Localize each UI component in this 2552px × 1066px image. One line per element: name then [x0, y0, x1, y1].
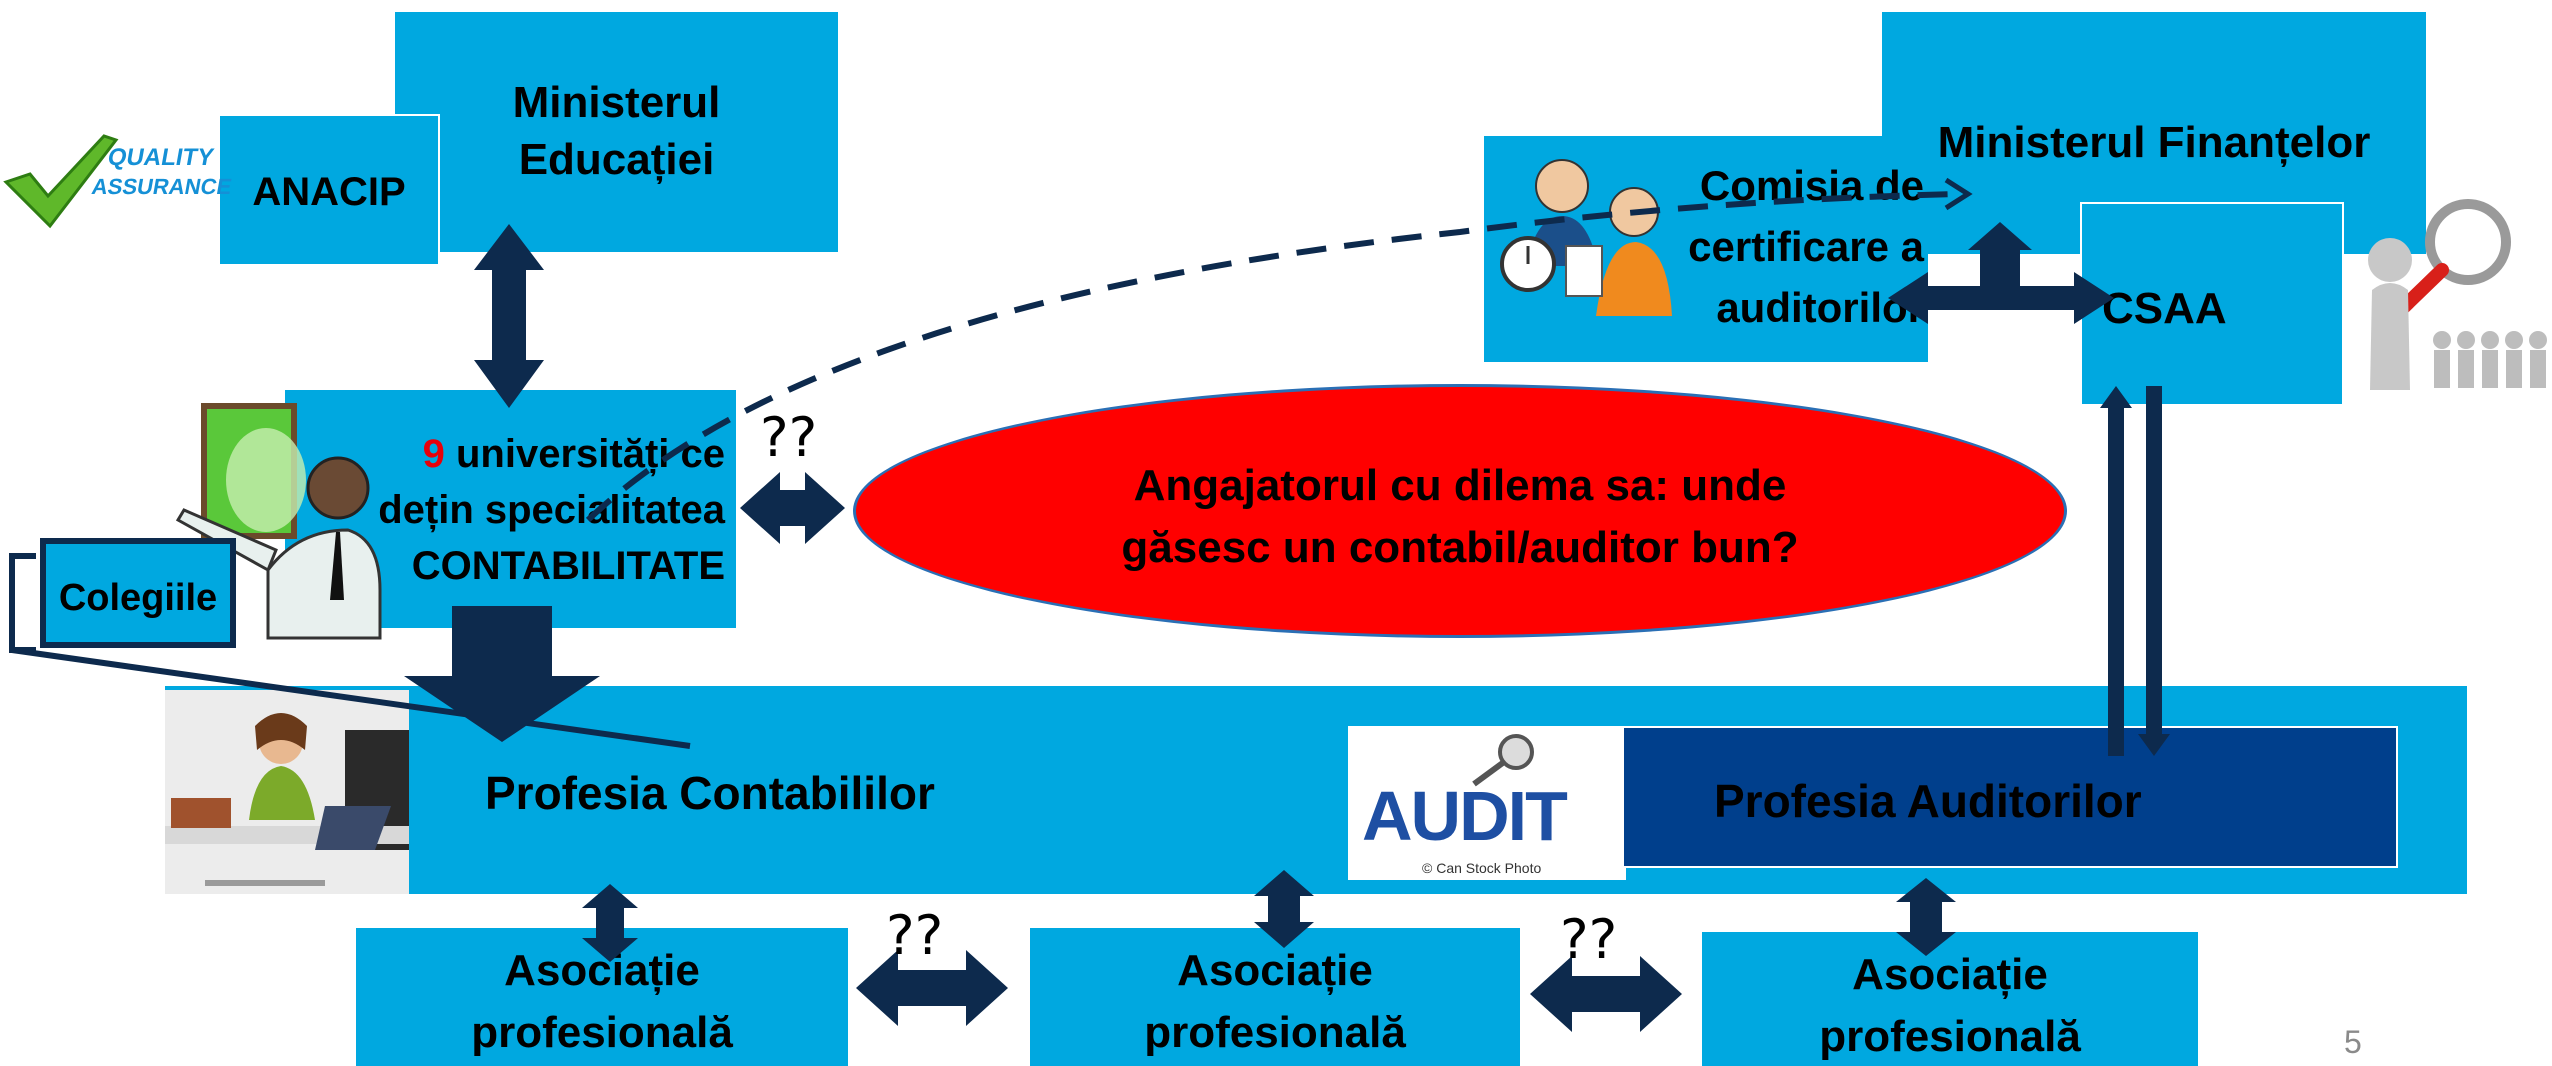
csaa-label: CSAA — [2102, 284, 2227, 333]
ministry-education-box: Ministerul Educației — [395, 12, 838, 252]
colleges-label: Colegiile — [58, 577, 218, 619]
csaa-box: CSAA — [2080, 202, 2344, 406]
association-2-line1: Asociație — [1177, 946, 1373, 995]
arrow-accountants-association2 — [1254, 870, 1314, 948]
quality-assurance-logo: QUALITY ASSURANCE — [0, 130, 234, 230]
anacip-label: ANACIP — [252, 170, 406, 214]
magnifier-people-illustration — [2350, 190, 2550, 400]
universities-count: 9 — [422, 432, 445, 476]
association-box-2: Asociație profesională — [1030, 928, 1520, 1066]
checkmark-icon — [3, 134, 119, 229]
arrow-association2-association3 — [1530, 956, 1682, 1032]
dilemma-line1: Angajatorul cu dilema sa: unde — [1133, 461, 1787, 510]
arrow-universities-dilemma — [740, 472, 845, 544]
profession-auditors-label: Profesia Auditorilor — [1714, 775, 2142, 827]
commission-line2: certificare a — [1688, 222, 1924, 270]
colleges-box: Colegiile — [40, 538, 236, 648]
arrow-auditors-association3 — [1896, 878, 1956, 956]
colleges-bracket-line — [9, 553, 36, 653]
magnifier-icon — [1472, 734, 1534, 787]
accountant-photo — [165, 690, 409, 894]
universities-line3: CONTABILITATE — [411, 544, 725, 588]
audit-logo: AUDIT © Can Stock Photo — [1348, 726, 1626, 880]
profession-accountants-label: Profesia Contabililor — [485, 767, 935, 819]
association-1-line2: profesională — [471, 1007, 733, 1057]
universities-line2: dețin specialitatea — [378, 488, 725, 532]
commission-line3: auditorilor — [1716, 283, 1924, 331]
question-marks-association23: ?? — [1560, 908, 1618, 971]
page-number: 5 — [2344, 1024, 2362, 1060]
arrow-association1-association2 — [856, 950, 1008, 1026]
audit-logo-credit: © Can Stock Photo — [1422, 860, 1542, 876]
universities-line1: 9 universități ce — [345, 426, 725, 482]
dashed-arrowhead — [1944, 177, 1973, 211]
association-box-3: Asociație profesională — [1702, 932, 2198, 1066]
arrow-accountants-association1 — [582, 884, 638, 962]
universities-line1-rest: universități ce — [444, 432, 725, 476]
commission-line1: Comisia de — [1699, 162, 1924, 209]
colleges-slant-line — [11, 647, 691, 749]
dashed-path-universities-finance — [585, 191, 1961, 523]
arrow-universities-accountants — [404, 606, 600, 742]
arrow-commission-csaa — [1888, 222, 2114, 324]
anacip-box: ANACIP — [218, 114, 440, 266]
arrow-ministry-universities — [474, 224, 544, 408]
arrow-csaa-auditors-down — [2138, 386, 2170, 756]
question-marks-universities: ?? — [760, 406, 818, 469]
audit-logo-word: AUDIT — [1362, 777, 1568, 855]
profession-auditors-box: Profesia Auditorilor — [1622, 726, 2398, 868]
association-2-line2: profesională — [1144, 1007, 1406, 1057]
association-3-line1: Asociație — [1852, 950, 2048, 999]
employer-dilemma-ellipse: Angajatorul cu dilema sa: unde găsesc un… — [853, 384, 2067, 638]
ministry-education-line1: Ministerul — [512, 78, 721, 127]
question-marks-association12: ?? — [886, 904, 944, 967]
arrow-csaa-auditors-up — [2100, 386, 2132, 756]
dilemma-line2: găsesc un contabil/auditor bun? — [1121, 522, 1799, 572]
ministry-education-line2: Educației — [518, 135, 715, 185]
universities-box: 9 universități ce dețin specialitatea CO… — [285, 390, 736, 628]
ministry-finance-label: Ministerul Finanțelor — [1937, 118, 2371, 167]
association-3-line2: profesională — [1819, 1011, 2081, 1061]
